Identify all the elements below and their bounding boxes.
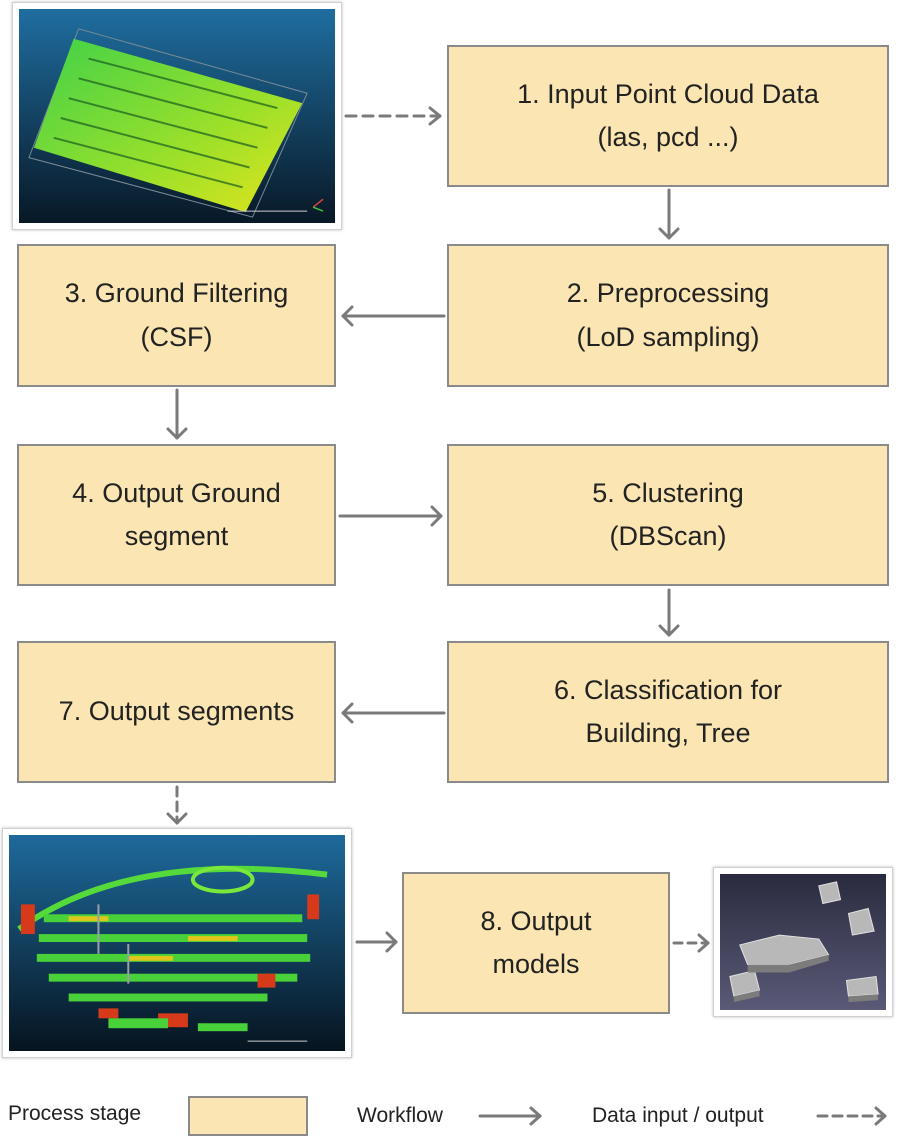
workflow-arrow-1-to-2 <box>658 188 680 240</box>
stage-5-title: 5. Clustering <box>592 477 744 508</box>
output-segments-image <box>2 828 352 1058</box>
stage-6-subtitle: Building, Tree <box>585 718 751 748</box>
legend-data-io-label: Data input / output <box>592 1104 764 1127</box>
workflow-arrow-5-to-6 <box>658 588 680 637</box>
stage-5-subtitle: (DBScan) <box>609 521 727 551</box>
stage-6-title: 6. Classification for <box>553 674 783 705</box>
data-io-arrow-image-to-stage1 <box>344 106 442 126</box>
stage-7-title: 7. Output segments <box>58 696 295 727</box>
stage-4-output-ground-segment: 4. Output Ground segment <box>17 444 336 586</box>
data-io-arrow-stage8-to-models <box>672 933 710 953</box>
stage-6-classification: 6. Classification for Building, Tree <box>447 641 889 783</box>
stage-5-clustering: 5. Clustering (DBScan) <box>447 444 889 586</box>
input-point-cloud-image <box>12 2 342 230</box>
legend-process-stage-swatch <box>188 1096 308 1136</box>
legend-data-io-arrow <box>816 1106 887 1126</box>
workflow-arrow-3-to-4 <box>166 388 188 440</box>
stage-8-title: 8. Output <box>480 905 592 936</box>
stage-8-subtitle: models <box>492 949 580 979</box>
workflow-arrow-image-to-8 <box>355 931 398 953</box>
legend-workflow-arrow <box>478 1106 542 1126</box>
stage-4-subtitle: segment <box>124 521 229 551</box>
stage-1-title: 1. Input Point Cloud Data <box>517 78 819 109</box>
workflow-arrow-2-to-3 <box>341 305 446 327</box>
workflow-arrow-4-to-5 <box>338 505 443 527</box>
stage-1-input-point-cloud: 1. Input Point Cloud Data (las, pcd ...) <box>447 45 889 187</box>
output-models-image <box>713 867 893 1017</box>
stage-3-title: 3. Ground Filtering <box>64 278 289 309</box>
stage-2-title: 2. Preprocessing <box>566 278 770 309</box>
stage-3-ground-filtering: 3. Ground Filtering (CSF) <box>17 244 336 387</box>
stage-4-title: 4. Output Ground <box>72 477 281 508</box>
stage-3-subtitle: (CSF) <box>140 321 213 352</box>
workflow-arrow-6-to-7 <box>341 702 446 724</box>
stage-2-preprocessing: 2. Preprocessing (LoD sampling) <box>447 244 889 387</box>
data-io-arrow-stage7-to-image <box>166 785 188 825</box>
stage-8-output-models: 8. Output models <box>402 872 670 1014</box>
stage-7-output-segments: 7. Output segments <box>17 641 336 783</box>
legend-workflow-label: Workflow <box>357 1104 443 1127</box>
stage-1-subtitle: (las, pcd ...) <box>597 122 739 152</box>
stage-2-subtitle: (LoD sampling) <box>576 321 760 352</box>
legend-process-stage-label: Process stage <box>8 1102 142 1125</box>
